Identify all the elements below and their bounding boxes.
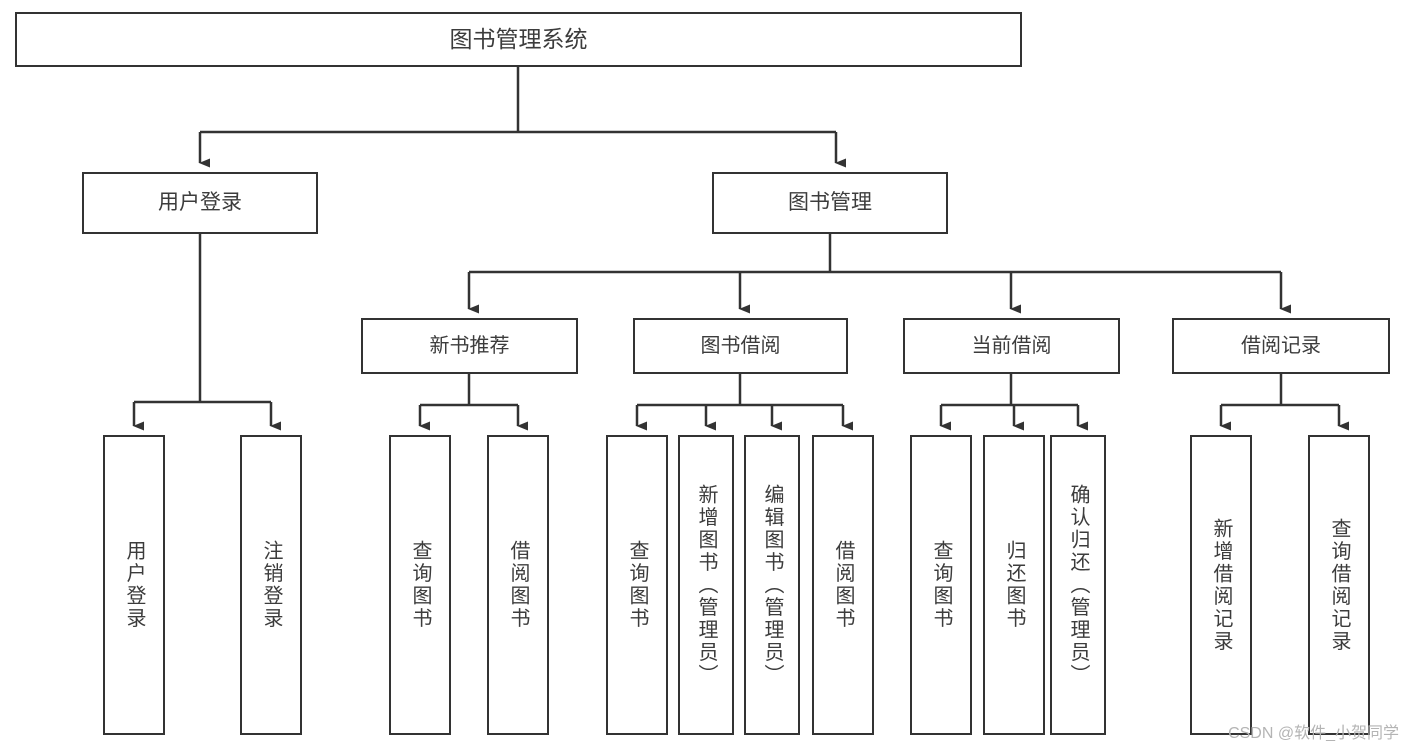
node-book-borrow-label: 图书借阅 (700, 334, 781, 357)
leaf-newbooks-query-book-label: 查询图书 (409, 540, 431, 630)
leaf-logout[interactable]: 注销登录 (240, 435, 302, 735)
node-book-borrow[interactable]: 图书借阅 (633, 318, 848, 374)
leaf-borrow-query-book[interactable]: 查询图书 (606, 435, 668, 735)
leaf-borrow-book-label: 借阅图书 (832, 540, 854, 630)
leaf-confirm-return-admin[interactable]: 确认归还（管理员） (1050, 435, 1106, 735)
node-borrow-records[interactable]: 借阅记录 (1172, 318, 1390, 374)
leaf-current-query-book-label: 查询图书 (930, 540, 952, 630)
leaf-add-book-admin[interactable]: 新增图书（管理员） (678, 435, 734, 735)
node-borrow-records-label: 借阅记录 (1241, 334, 1321, 357)
node-root[interactable]: 图书管理系统 (15, 12, 1022, 67)
leaf-current-query-book[interactable]: 查询图书 (910, 435, 972, 735)
leaf-logout-label: 注销登录 (260, 540, 282, 630)
leaf-add-book-admin-label: 新增图书（管理员） (695, 483, 717, 687)
leaf-borrow-query-book-label: 查询图书 (626, 540, 648, 630)
node-current-borrow-label: 当前借阅 (971, 334, 1052, 357)
leaf-query-borrow-record-label: 查询借阅记录 (1328, 517, 1350, 653)
node-book-management[interactable]: 图书管理 (712, 172, 948, 234)
leaf-newbooks-borrow-book-label: 借阅图书 (507, 540, 529, 630)
leaf-newbooks-borrow-book[interactable]: 借阅图书 (487, 435, 549, 735)
node-user-login[interactable]: 用户登录 (82, 172, 318, 234)
leaf-add-borrow-record-label: 新增借阅记录 (1210, 517, 1232, 653)
node-user-login-label: 用户登录 (158, 191, 242, 215)
leaf-user-login[interactable]: 用户登录 (103, 435, 165, 735)
node-new-book-recommend[interactable]: 新书推荐 (361, 318, 578, 374)
leaf-edit-book-admin[interactable]: 编辑图书（管理员） (744, 435, 800, 735)
leaf-query-borrow-record[interactable]: 查询借阅记录 (1308, 435, 1370, 735)
leaf-return-book[interactable]: 归还图书 (983, 435, 1045, 735)
leaf-newbooks-query-book[interactable]: 查询图书 (389, 435, 451, 735)
leaf-user-login-label: 用户登录 (123, 540, 145, 630)
leaf-borrow-book[interactable]: 借阅图书 (812, 435, 874, 735)
leaf-edit-book-admin-label: 编辑图书（管理员） (761, 483, 783, 687)
leaf-return-book-label: 归还图书 (1003, 540, 1025, 630)
node-book-management-label: 图书管理 (788, 191, 872, 215)
leaf-confirm-return-admin-label: 确认归还（管理员） (1067, 483, 1089, 687)
leaf-add-borrow-record[interactable]: 新增借阅记录 (1190, 435, 1252, 735)
node-new-book-recommend-label: 新书推荐 (429, 334, 510, 357)
node-root-label: 图书管理系统 (449, 25, 588, 52)
node-current-borrow[interactable]: 当前借阅 (903, 318, 1120, 374)
